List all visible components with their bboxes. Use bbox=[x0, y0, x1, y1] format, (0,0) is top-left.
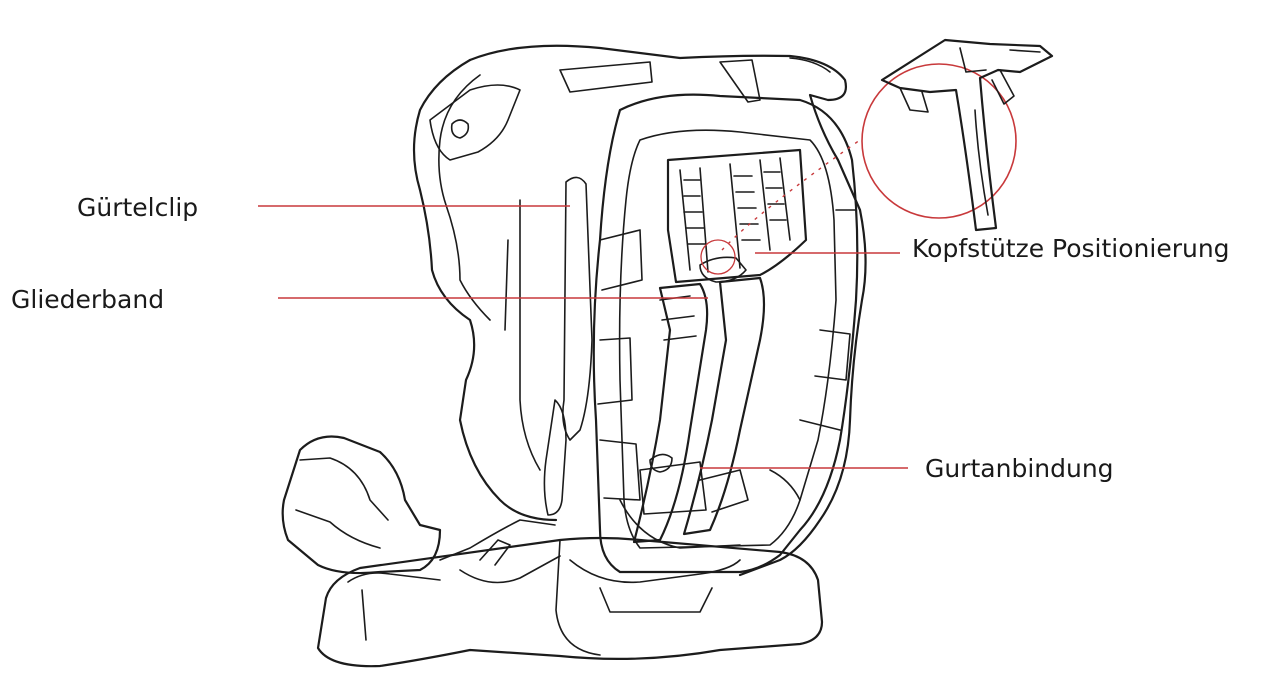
label-belt-attachment: Gurtanbindung bbox=[925, 454, 1114, 483]
headrest-callout-ring bbox=[700, 239, 736, 275]
leader-lines bbox=[258, 139, 908, 469]
label-belt-clip: Gürtelclip bbox=[77, 193, 199, 222]
detail-magnifier bbox=[861, 38, 1054, 232]
headrest-mechanism bbox=[666, 148, 808, 284]
seat-shell bbox=[412, 44, 867, 577]
harness-straps bbox=[619, 276, 766, 549]
label-link-band: Gliederband bbox=[11, 285, 165, 314]
label-headrest-positioning: Kopfstütze Positionierung bbox=[912, 234, 1230, 263]
seat-backrest bbox=[592, 93, 859, 574]
seat-front-leg bbox=[281, 435, 561, 584]
leader-detail-link bbox=[721, 139, 861, 251]
seat-base bbox=[316, 536, 824, 668]
